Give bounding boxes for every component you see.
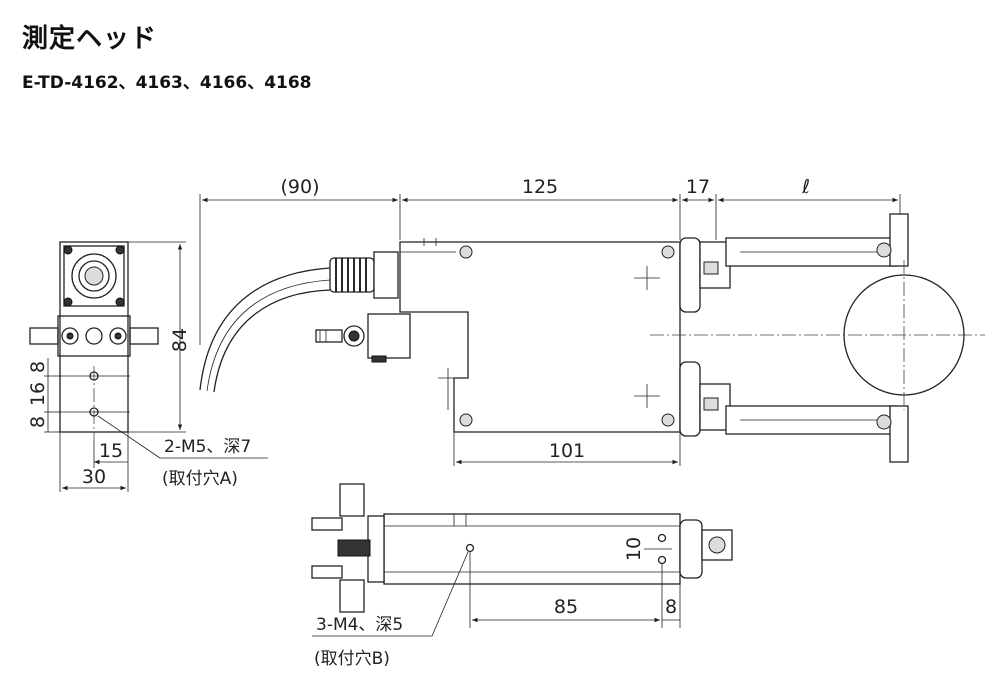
body-screw-tl: [459, 245, 473, 259]
body-screw-tr: [661, 245, 675, 259]
side-connector-box: [63, 245, 125, 307]
side-fitting-left: [29, 327, 59, 345]
side-connector-mid: [78, 260, 110, 292]
side-valve-right-dot: [114, 332, 122, 340]
connector-socket: [373, 251, 399, 299]
hole-b-1: [465, 543, 475, 553]
valve-port-core: [348, 330, 360, 342]
side-screw-br: [115, 297, 125, 307]
width-dim-label: 30: [82, 466, 106, 488]
arm-offset-dim-label: 17: [686, 176, 710, 198]
hole-b-spec: 3-M4、深5: [316, 615, 403, 635]
bottom-fitting-bottom: [339, 579, 365, 613]
arm-length-dim-label: ℓ: [801, 176, 810, 198]
height-dim-label: 84: [169, 328, 191, 352]
bottom-span-label: 85: [554, 596, 578, 618]
main-body: [399, 241, 681, 433]
side-valve-left: [61, 327, 79, 345]
front-view: (90) 125 17 ℓ: [199, 176, 985, 466]
cable-middle: [206, 279, 331, 392]
hole-b-3: [657, 555, 667, 565]
side-screw-bl: [63, 297, 73, 307]
bottom-probe-nut: [708, 536, 726, 554]
probe-tip-upper: [889, 213, 909, 267]
probe-ball-upper: [876, 242, 892, 258]
body-screw-br: [661, 413, 675, 427]
model-numbers: E-TD-4162、4163、4166、4168: [22, 73, 312, 93]
probe-ball-lower: [876, 414, 892, 430]
probe-tip-lower: [889, 405, 909, 463]
valve-clip: [371, 355, 387, 363]
side-fitting-right: [129, 327, 159, 345]
body-dim-label: 125: [522, 176, 558, 198]
side-valve-block: [57, 315, 131, 357]
arm-nut-upper: [703, 261, 719, 275]
bottom-port-mid: [337, 539, 371, 557]
cable-lower: [213, 289, 331, 393]
bottom-end-cap: [679, 519, 703, 579]
body-screw-bl: [459, 413, 473, 427]
valve-body: [367, 313, 411, 359]
cable-dim-label: (90): [280, 176, 319, 198]
bottom-view: 10 85 8 3-M4、深5 (取付穴B): [311, 483, 733, 669]
hole-a-spec: 2-M5、深7: [164, 437, 251, 457]
side-valve-center: [85, 327, 103, 345]
hole-b-2: [657, 533, 667, 543]
pitch-mid-label: 16: [27, 382, 49, 406]
bottom-port-lower: [311, 565, 343, 579]
hole-a-name: (取付穴A): [162, 469, 238, 489]
hole-b-name: (取付穴B): [314, 649, 390, 669]
bottom-pitch-label: 10: [623, 537, 645, 561]
valve-port: [343, 325, 365, 347]
connector-knurl: [335, 258, 367, 292]
side-valve-right: [109, 327, 127, 345]
bottom-probe-block: [701, 529, 733, 561]
pitch-lower-label: 8: [27, 416, 49, 428]
side-view: 84 8 16 8 15 30 2-M5、深7 (取付穴A): [27, 241, 268, 492]
pitch-upper-label: 8: [27, 361, 49, 373]
offset-dim-label: 15: [99, 440, 123, 462]
valve-fitting: [315, 329, 343, 343]
bottom-end-label: 8: [665, 596, 677, 618]
mount-dim-label: 101: [549, 440, 585, 462]
side-connector-inner: [84, 266, 104, 286]
side-screw-tl: [63, 245, 73, 255]
side-valve-left-dot: [66, 332, 74, 340]
side-screw-tr: [115, 245, 125, 255]
bottom-fitting-top: [339, 483, 365, 517]
hole-b-leader: [431, 551, 469, 637]
arm-pivot-upper: [679, 237, 701, 313]
side-connector-outer: [71, 253, 117, 299]
cable-upper: [199, 267, 331, 391]
hole-a-leader: [97, 415, 161, 459]
arm-pivot-lower: [679, 361, 701, 437]
arm-nut-lower: [703, 397, 719, 411]
page-title: 測定ヘッド: [22, 24, 158, 54]
bottom-port-upper: [311, 517, 343, 531]
cross-marks: [438, 266, 660, 410]
